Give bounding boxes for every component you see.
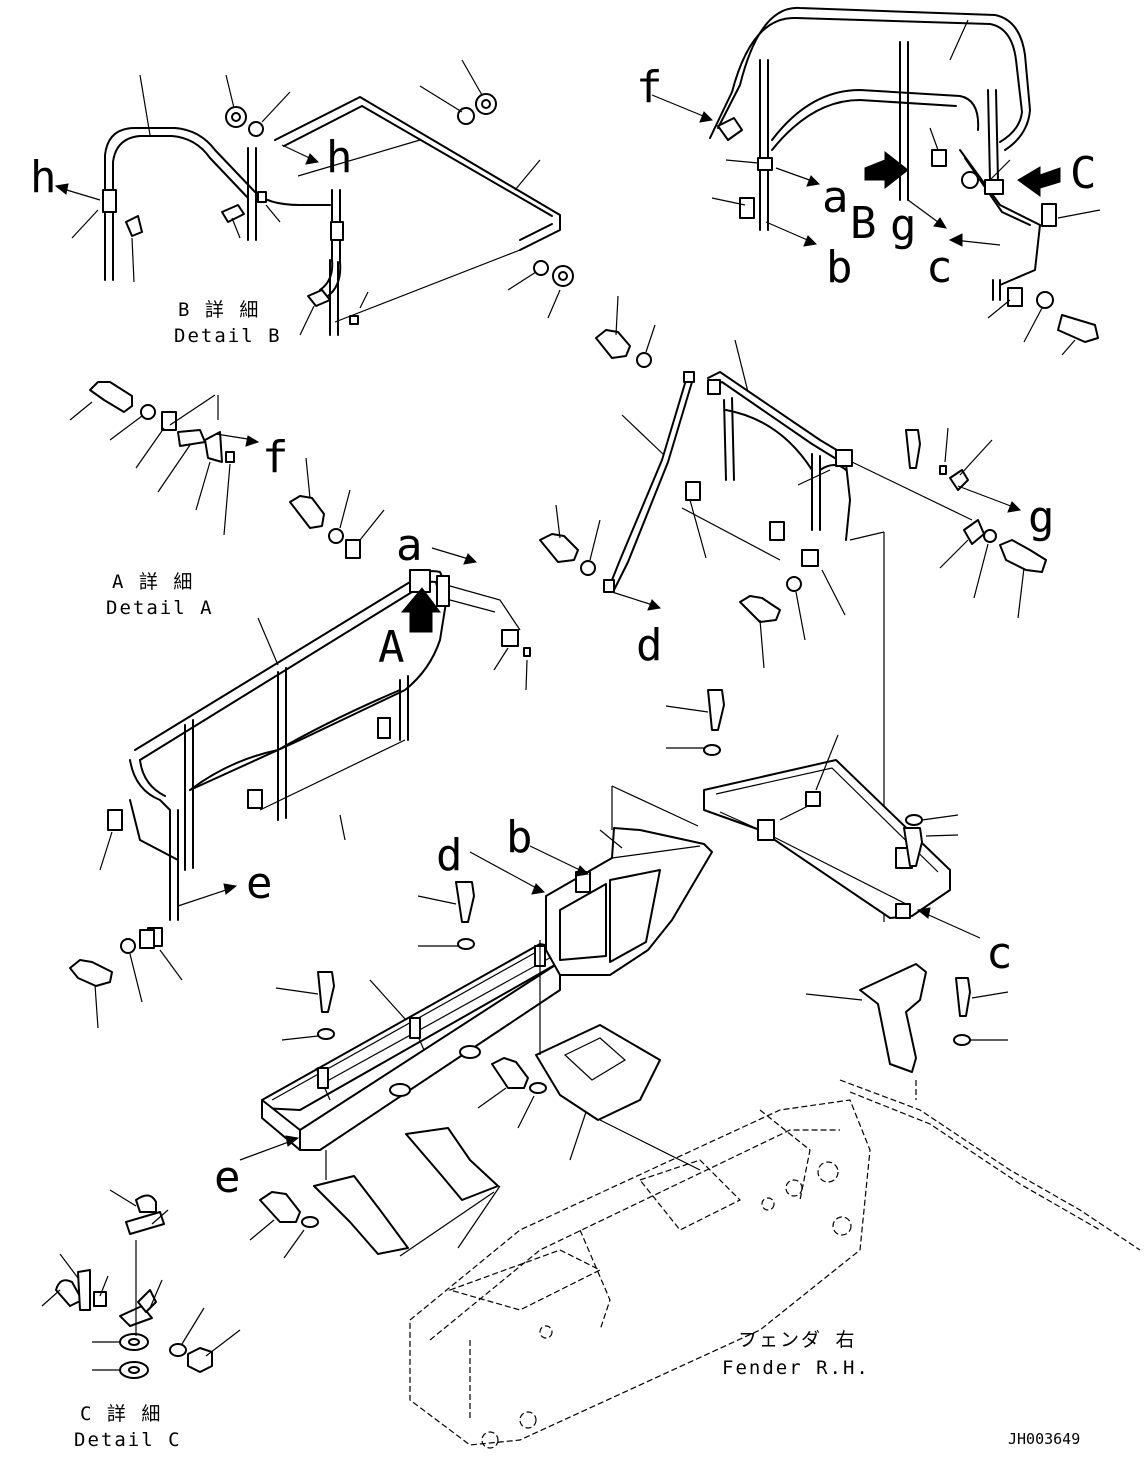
callout-f-top: f — [636, 62, 663, 113]
fender-rh-en: Fender R.H. — [722, 1357, 870, 1379]
fender-rh-jp: フェンダ 右 — [738, 1329, 856, 1351]
detail-c-jp: C 詳 細 — [80, 1403, 162, 1425]
callout-d-mid: d — [636, 620, 663, 671]
callout-c-top: c — [926, 242, 953, 293]
detail-c-en: Detail C — [74, 1429, 182, 1451]
callout-b-top: b — [826, 242, 853, 293]
detail-a-jp: A 詳 細 — [112, 571, 194, 593]
fender-assembly — [239, 429, 1009, 1259]
middle-right-handrail — [539, 295, 1047, 922]
callout-h-left: h — [30, 152, 57, 203]
detail-a-handrail — [69, 457, 531, 1029]
detail-a-parts — [69, 381, 260, 536]
callout-f-mid: f — [262, 432, 289, 483]
detail-captions: B 詳 細 Detail B A 詳 細 Detail A C 詳 細 Deta… — [74, 299, 1080, 1451]
callout-h-right: h — [326, 132, 353, 183]
upper-right-handrail — [651, 6, 1101, 356]
drawing-code: JH003649 — [1008, 1430, 1080, 1448]
callout-letters: h h f a b g c f a g d e b d c e B C A — [30, 62, 1097, 1203]
view-marker-a: A — [378, 622, 405, 673]
detail-b-assembly — [54, 59, 574, 336]
callout-c-bottom: c — [986, 928, 1013, 979]
callout-b-bottom: b — [506, 812, 533, 863]
detail-c-parts — [41, 1189, 241, 1379]
fender-rh-frame — [409, 1079, 1141, 1449]
callout-e-bottom: e — [214, 1152, 241, 1203]
detail-b-jp: B 詳 細 — [178, 299, 260, 321]
view-marker-c: C — [1070, 148, 1097, 199]
callout-g-top: g — [890, 200, 917, 251]
detail-a-en: Detail A — [106, 597, 214, 619]
callout-d-bottom: d — [436, 830, 463, 881]
callout-a-top: a — [822, 172, 849, 223]
callout-e-mid: e — [246, 858, 273, 909]
callout-g-mid: g — [1028, 492, 1055, 543]
view-marker-b: B — [850, 198, 877, 249]
detail-b-en: Detail B — [174, 325, 282, 347]
callout-a-mid: a — [396, 520, 423, 571]
